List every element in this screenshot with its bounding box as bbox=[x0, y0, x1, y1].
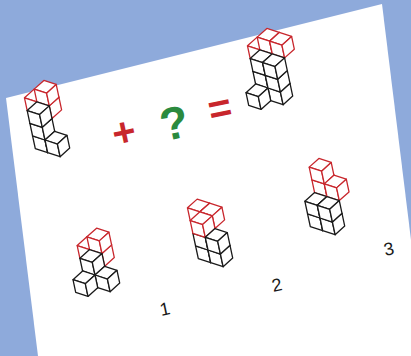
cube-face bbox=[216, 233, 231, 254]
cube-face bbox=[84, 275, 99, 296]
cube-face bbox=[56, 135, 71, 156]
cube-face bbox=[328, 201, 343, 222]
cube-figure bbox=[64, 226, 122, 299]
cube-face bbox=[45, 84, 60, 105]
cube-face bbox=[98, 232, 113, 253]
cube-face bbox=[281, 36, 296, 57]
cube-face bbox=[274, 58, 289, 79]
cube-face bbox=[38, 106, 53, 127]
cube-face bbox=[106, 270, 121, 291]
cube-face bbox=[257, 88, 272, 109]
cube-figure bbox=[22, 78, 71, 161]
cube-figure bbox=[234, 24, 305, 112]
cube-figure bbox=[297, 154, 357, 240]
card bbox=[6, 4, 411, 356]
cube-face bbox=[335, 179, 350, 200]
cube-figure bbox=[186, 194, 234, 271]
